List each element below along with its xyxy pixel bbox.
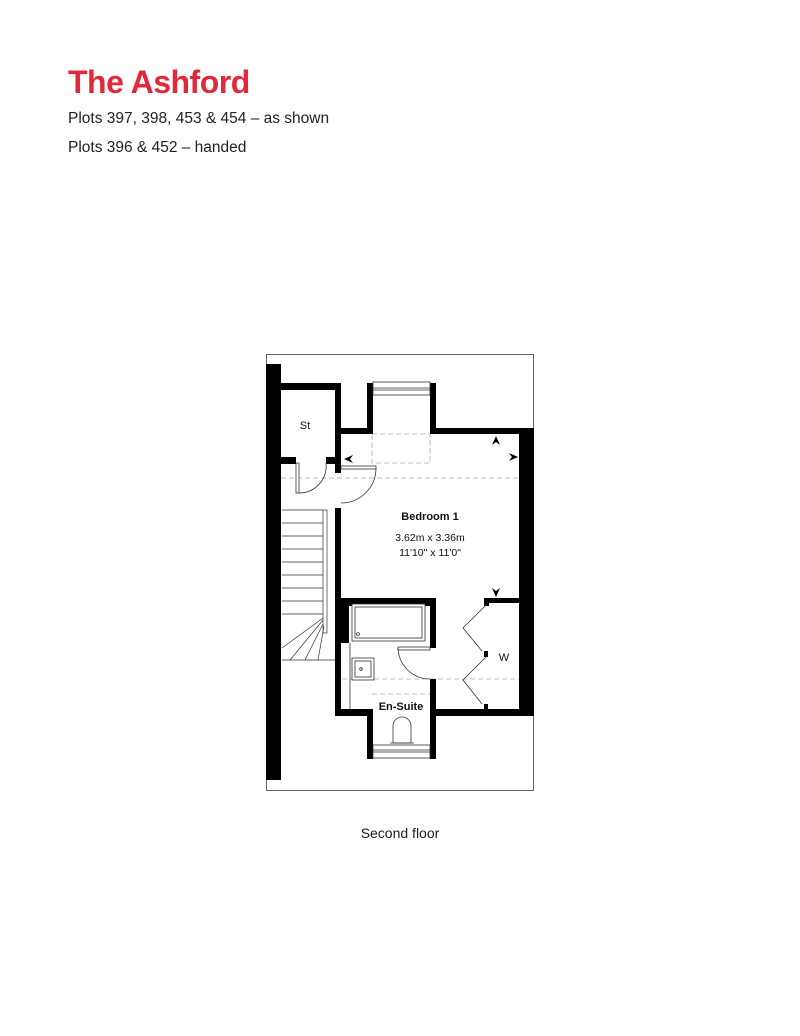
room-dims-imperial: 11'10" x 11'0" bbox=[399, 547, 461, 559]
doors bbox=[295, 462, 487, 705]
window-top bbox=[372, 381, 431, 396]
floor-caption: Second floor bbox=[360, 825, 440, 841]
arrow-down-icon bbox=[492, 588, 500, 597]
room-label-store: St bbox=[300, 420, 310, 432]
windows bbox=[372, 381, 431, 759]
plots-as-shown: Plots 397, 398, 453 & 454 – as shown bbox=[68, 110, 330, 127]
walls bbox=[266, 364, 534, 780]
page-title: The Ashford bbox=[68, 64, 250, 100]
room-label-wardrobe: W bbox=[499, 652, 510, 664]
arrow-right-icon bbox=[509, 453, 518, 461]
arrow-up-icon bbox=[492, 436, 500, 445]
toilet bbox=[390, 716, 414, 744]
arrow-icons bbox=[344, 436, 518, 597]
bath bbox=[351, 603, 426, 642]
staircase bbox=[281, 509, 335, 661]
room-label-ensuite: En-Suite bbox=[379, 701, 424, 713]
sink bbox=[349, 643, 375, 709]
arrow-left-icon bbox=[344, 455, 353, 463]
room-label-bedroom: Bedroom 1 bbox=[401, 511, 458, 523]
room-dims-metric: 3.62m x 3.36m bbox=[395, 532, 465, 544]
window-bottom bbox=[372, 744, 431, 759]
dashed-lines bbox=[281, 433, 519, 695]
plots-handed: Plots 396 & 452 – handed bbox=[68, 139, 247, 156]
